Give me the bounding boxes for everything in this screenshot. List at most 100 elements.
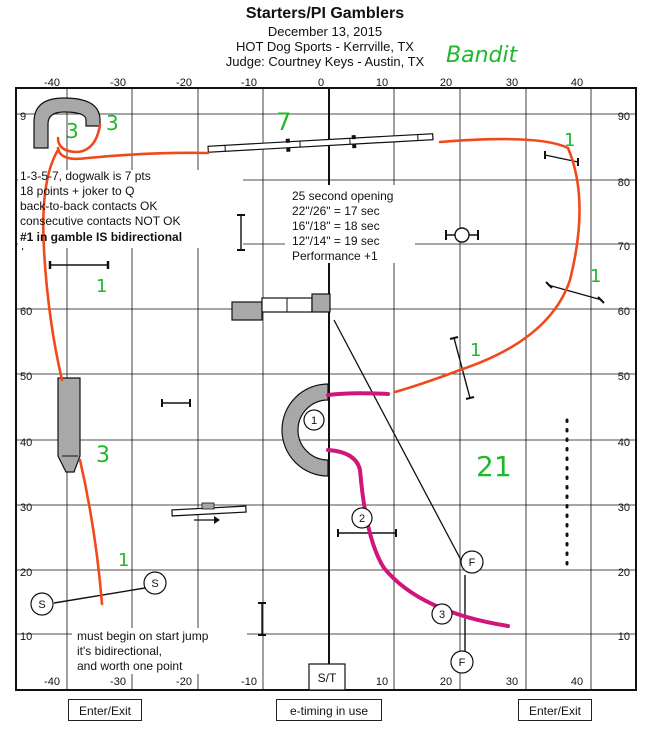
points-jump-center-right: 1	[470, 340, 481, 361]
note-line: 18 points + joker to Q	[20, 184, 134, 198]
st-label: S/T	[318, 671, 337, 685]
etiming-label: e-timing in use	[276, 699, 382, 721]
note-line: must begin on start jump	[77, 629, 209, 643]
note-line: consecutive contacts NOT OK	[20, 214, 181, 228]
x-tick: 30	[506, 676, 518, 688]
finish-marker-label: F	[459, 657, 466, 669]
x-axis-bottom: -40 -30 -20 -10 10 20 30 40	[44, 676, 583, 688]
note-line: and worth one point	[77, 659, 183, 673]
gamble-number-label: 1	[311, 415, 317, 427]
jump-vertical-lower	[258, 602, 266, 636]
points-jump-top-right: 1	[564, 130, 575, 151]
tunnel-top-left	[33, 97, 101, 149]
y-tick: 50	[20, 371, 32, 383]
y-axis-right: 90 80 70 60 50 40 30 20 10	[618, 111, 630, 643]
gamble-number-label: 3	[439, 609, 445, 621]
y-tick: 50	[618, 371, 630, 383]
table-obstacle	[231, 293, 331, 321]
x-tick: 40	[571, 676, 583, 688]
note-line: 16"/18" = 18 sec	[292, 219, 380, 233]
st-box	[308, 663, 346, 691]
x-tick: 10	[376, 676, 388, 688]
x-tick: -40	[44, 676, 60, 688]
jump-tire-right	[445, 227, 479, 243]
note-line: back-to-back contacts OK	[20, 199, 157, 213]
x-tick: 20	[440, 676, 452, 688]
teeter	[171, 502, 247, 524]
gamble-line	[333, 319, 463, 563]
course-venue: HOT Dog Sports - Kerrville, TX	[236, 39, 414, 54]
note-line: 25 second opening	[292, 189, 393, 203]
finish-marker-1: F	[460, 550, 484, 574]
finish-marker-label: F	[469, 557, 476, 569]
path-opening	[41, 123, 581, 606]
notes-center-bg	[285, 185, 415, 263]
x-tick: -30	[110, 676, 126, 688]
jump-right-60	[545, 281, 605, 304]
jump-small-left	[161, 399, 191, 407]
gamble-number-label: 2	[359, 513, 365, 525]
x-tick: 40	[571, 77, 583, 89]
y-tick: 10	[618, 631, 630, 643]
y-tick: 80	[618, 177, 630, 189]
y-tick: 30	[20, 502, 32, 514]
points-dogwalk: 7	[276, 108, 291, 136]
course-judge: Judge: Courtney Keys - Austin, TX	[225, 54, 425, 69]
start-marker-label: S	[151, 578, 158, 590]
enter-exit-left: Enter/Exit	[68, 699, 142, 721]
x-tick: -40	[44, 77, 60, 89]
x-tick: 10	[376, 77, 388, 89]
y-tick: 60	[618, 306, 630, 318]
y-tick: 30	[618, 502, 630, 514]
note-line: it's bidirectional,	[77, 644, 162, 658]
points-tunnel-a: 3	[66, 119, 79, 143]
y-tick: 20	[618, 567, 630, 579]
handwritten-name: Bandit	[446, 43, 519, 68]
y-tick: 60	[20, 306, 32, 318]
x-tick: 20	[440, 77, 452, 89]
jump-start	[53, 587, 146, 604]
y-tick: 9	[20, 111, 26, 123]
finish-marker-2: F	[450, 650, 474, 674]
notes-bottom: must begin on start jump it's bidirectio…	[77, 629, 209, 673]
jump-gamble-2	[337, 529, 397, 537]
points-jump-left: 1	[96, 276, 107, 297]
note-line: Performance +1	[292, 249, 378, 263]
note-line: #1 in gamble IS bidirectional	[20, 230, 182, 244]
note-line: 22"/26" = 17 sec	[292, 204, 380, 218]
start-marker-2: S	[143, 571, 167, 595]
points-jump-right: 1	[590, 266, 601, 287]
x-tick: 30	[506, 77, 518, 89]
aframe	[57, 377, 81, 473]
course-title: Starters/PI Gamblers	[245, 5, 405, 22]
jumps	[48, 151, 605, 652]
notes-bottom-bg	[72, 628, 247, 674]
note-line: 12"/14" = 19 sec	[292, 234, 380, 248]
tunnel-center	[281, 383, 329, 477]
note-line: 1-3-5-7, dogwalk is 7 pts	[20, 169, 151, 183]
y-tick: 70	[618, 241, 630, 253]
points-tunnel-b: 3	[106, 111, 119, 135]
y-tick: 20	[20, 567, 32, 579]
notes-left-bg	[18, 170, 243, 248]
gamble-number-3: 3	[431, 603, 453, 625]
x-tick: -20	[176, 676, 192, 688]
enter-exit-right: Enter/Exit	[518, 699, 592, 721]
course-date: December 13, 2015	[267, 24, 383, 39]
notes-left: 1-3-5-7, dogwalk is 7 pts 18 points + jo…	[20, 169, 182, 244]
y-tick: 40	[618, 437, 630, 449]
x-tick: -10	[241, 676, 257, 688]
points-jump-start: 1	[118, 550, 129, 571]
jump-vertical-upper	[237, 214, 245, 251]
y-tick: 10	[20, 631, 32, 643]
points-total: 21	[476, 450, 512, 483]
jump-left-70	[48, 261, 110, 269]
y-tick: 90	[618, 111, 630, 123]
gamble-number-2: 2	[351, 507, 373, 529]
notes-center: 25 second opening 22"/26" = 17 sec 16"/1…	[292, 189, 393, 263]
x-tick: 0	[318, 77, 324, 89]
start-marker-label: S	[38, 599, 45, 611]
handwritten-points: 3 3 7 1 1 1 1 3 1 21	[66, 108, 601, 571]
gamble-number-1: 1	[303, 409, 325, 431]
